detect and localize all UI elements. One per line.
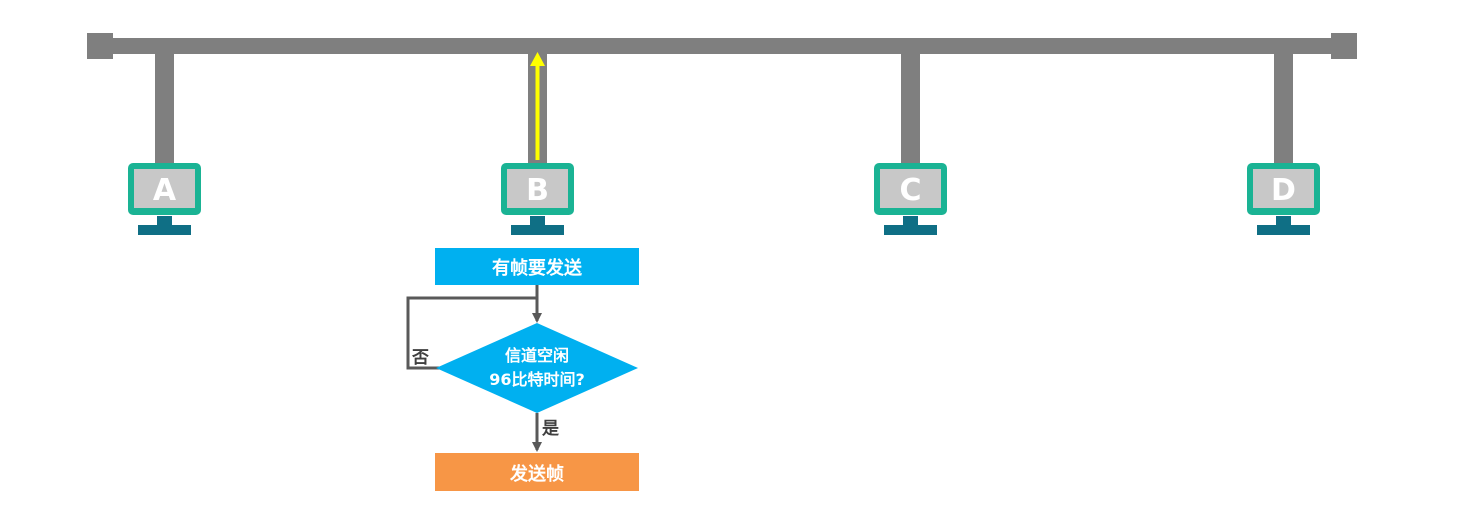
monitor-icon (874, 163, 947, 235)
station-c: C (874, 54, 947, 235)
monitor-icon (1247, 163, 1320, 235)
station-label-d: D (1271, 173, 1296, 208)
action-box (435, 453, 639, 491)
flowchart: 有帧要发送 否 信道空闲 96比特时间? 是 发送帧 (406, 248, 639, 491)
drop-cable-a (155, 54, 174, 164)
bus-terminator-right (1331, 33, 1357, 59)
condition-line-2: 96比特时间? (489, 370, 585, 389)
condition-line-1: 信道空闲 (505, 346, 569, 365)
start-box (435, 248, 639, 285)
station-label-c: C (899, 173, 921, 208)
no-branch-label: 否 (411, 348, 429, 368)
up-arrow-icon (530, 52, 545, 160)
no-loop-line (406, 296, 537, 370)
action-box-label: 发送帧 (509, 463, 564, 485)
bus-terminator-left (87, 33, 113, 59)
yes-branch-label: 是 (542, 419, 559, 439)
start-box-label: 有帧要发送 (492, 257, 583, 279)
station-d: D (1247, 54, 1320, 235)
station-label-a: A (153, 173, 177, 208)
monitor-icon (501, 163, 574, 235)
drop-cable-c (901, 54, 920, 164)
drop-cable-d (1274, 54, 1293, 164)
station-b: B (501, 52, 574, 235)
station-a: A (128, 54, 201, 235)
condition-diamond (436, 323, 638, 413)
monitor-icon (128, 163, 201, 235)
shared-bus (87, 33, 1357, 59)
bus-line (100, 38, 1345, 54)
station-label-b: B (526, 173, 549, 208)
